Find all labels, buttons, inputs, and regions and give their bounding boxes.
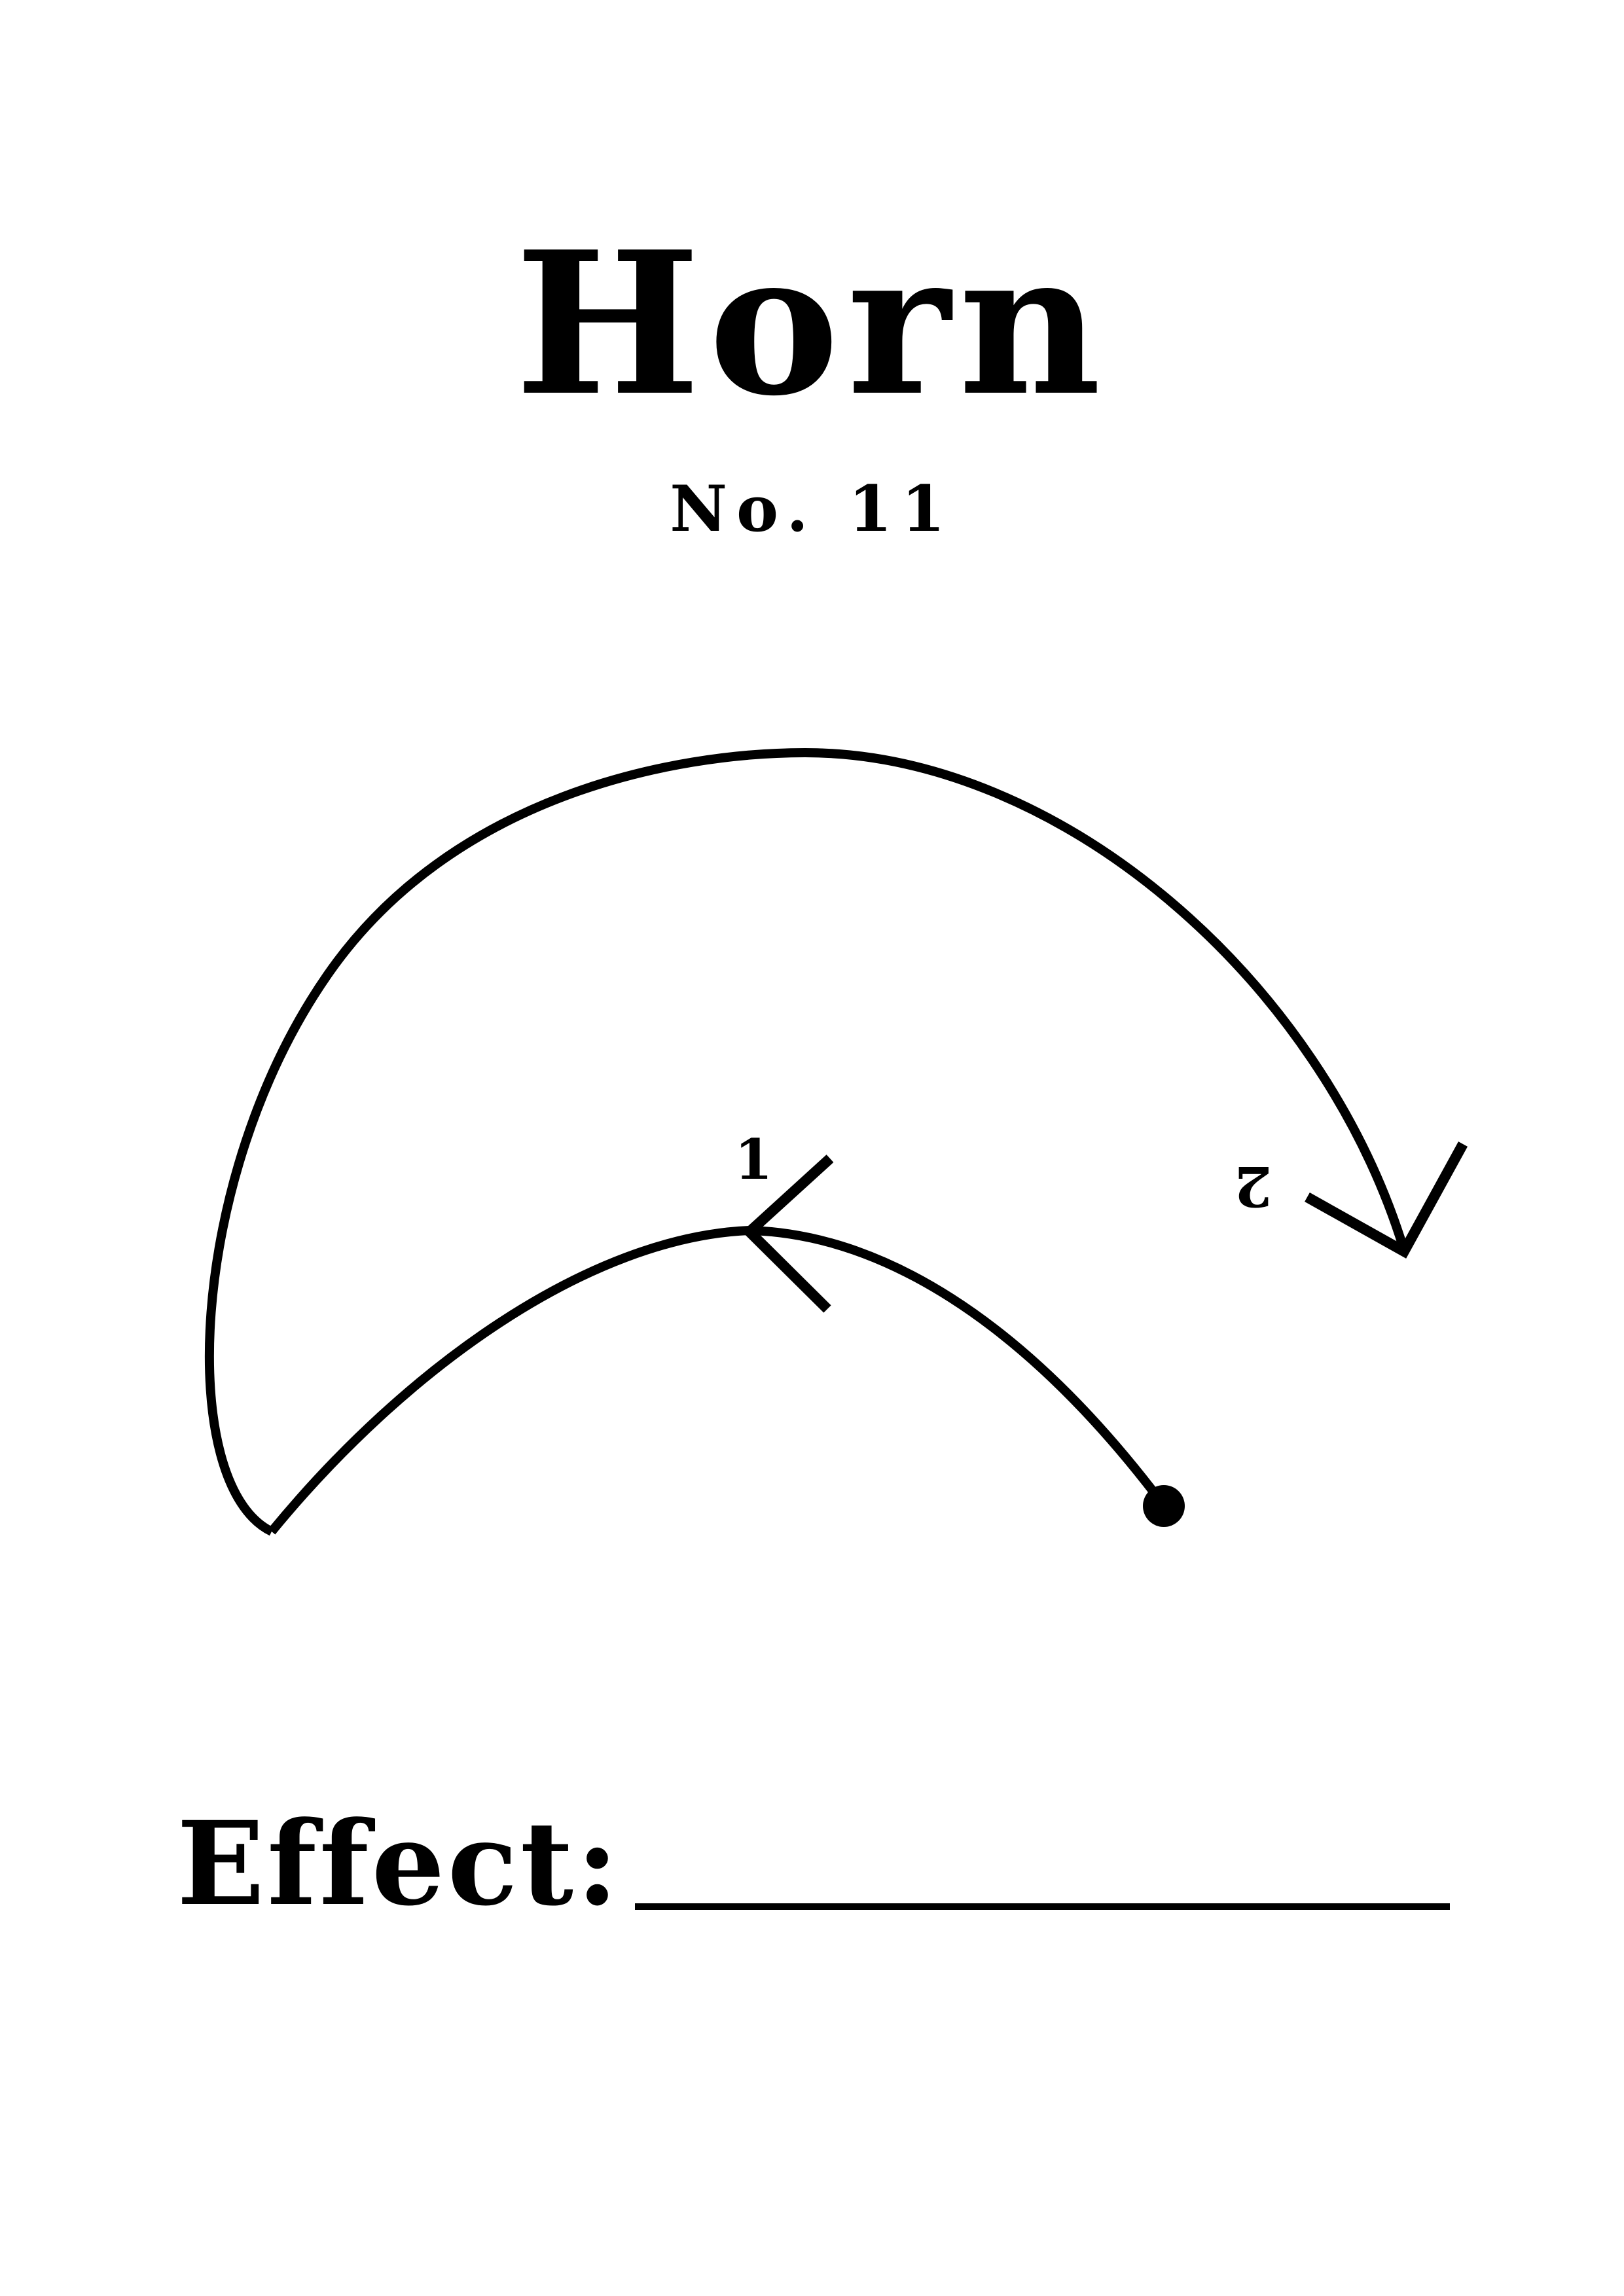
start-dot <box>1143 1485 1185 1527</box>
step-label-2: 2 <box>1234 1154 1272 1219</box>
stroke-1b-path <box>268 1226 750 1535</box>
effect-label: Effect: <box>177 1796 621 1931</box>
card-number: No. 11 <box>670 472 954 546</box>
peak-arrowhead <box>742 1155 834 1313</box>
card-title: Horn <box>514 208 1110 439</box>
stroke-2-path <box>204 748 1409 1536</box>
step-label-1: 1 <box>734 1127 773 1192</box>
stroke-1-path <box>745 1226 1168 1510</box>
end-arrowhead <box>1305 1141 1468 1259</box>
effect-answer-line[interactable] <box>635 1903 1450 1910</box>
effect-row: Effect: <box>177 1806 1453 1924</box>
